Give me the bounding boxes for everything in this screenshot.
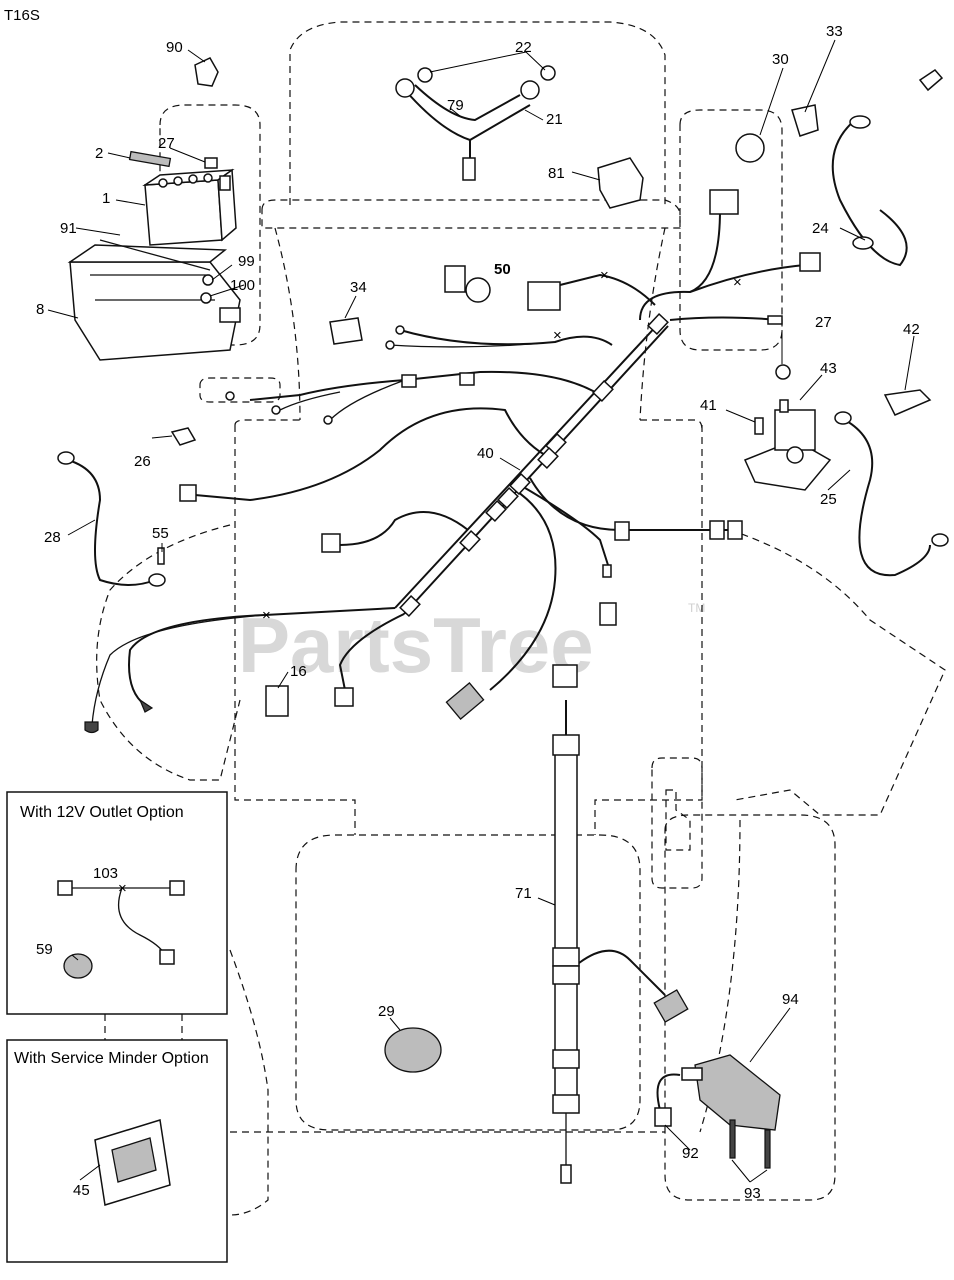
callout-55: 55: [152, 525, 169, 542]
svg-text:×: ×: [553, 327, 562, 344]
part-92: [654, 1067, 703, 1127]
leader-lines: [47, 39, 915, 1183]
part-33: [791, 104, 819, 137]
callout-28: 28: [44, 529, 61, 546]
watermark: PartsTree: [238, 601, 594, 689]
part-94: [694, 1054, 781, 1131]
part-30-ignition: [735, 133, 765, 163]
part-93-bolt: [729, 1119, 736, 1159]
callout-27-battery: 27: [158, 135, 175, 152]
cable-24: [831, 69, 944, 267]
callout-40: 40: [477, 445, 494, 462]
cable-25: [834, 411, 949, 577]
battery-assembly: [67, 150, 241, 361]
callout-21: 21: [546, 111, 563, 128]
callout-42: 42: [903, 321, 920, 338]
callout-71: 71: [515, 885, 532, 902]
callout-93: 93: [744, 1185, 761, 1202]
callout-79: 79: [447, 97, 464, 114]
callout-2: 2: [95, 145, 103, 162]
option-box-service-minder-title: With Service Minder Option: [14, 1050, 209, 1067]
callout-24: 24: [812, 220, 829, 237]
callout-94: 94: [782, 991, 799, 1008]
callout-26: 26: [134, 453, 151, 470]
callout-29: 29: [378, 1003, 395, 1020]
part-27-nut: [775, 364, 791, 380]
part-42: [883, 389, 932, 416]
svg-text:×: ×: [733, 274, 742, 291]
option-box-12v-title: With 12V Outlet Option: [20, 804, 184, 821]
callout-99: 99: [238, 253, 255, 270]
harness-71: [552, 664, 689, 1184]
callout-34: 34: [350, 279, 367, 296]
part-81-relay: [597, 157, 644, 209]
callout-50: 50: [494, 261, 511, 278]
headlight-assembly: [395, 65, 556, 181]
callout-41: 41: [700, 397, 717, 414]
callout-92: 92: [682, 1145, 699, 1162]
callout-91: 91: [60, 220, 77, 237]
svg-text:×: ×: [118, 880, 127, 897]
part-55-screw: [157, 547, 165, 565]
option-box-service-minder: With Service Minder Option: [6, 1039, 228, 1263]
callout-25: 25: [820, 491, 837, 508]
callout-27-solenoid: 27: [815, 314, 832, 331]
watermark-trademark: TM: [688, 601, 705, 615]
part-93-bolt: [764, 1129, 771, 1169]
cable-28: [57, 451, 166, 587]
part-50: [444, 265, 491, 303]
main-wiring-harness: × × × ×: [84, 189, 821, 734]
callout-43: 43: [820, 360, 837, 377]
callout-90: 90: [166, 39, 183, 56]
part-16: [265, 685, 289, 717]
option-box-12v-outlet: With 12V Outlet Option ×: [6, 791, 228, 1015]
callout-labels: 1 2 8 16 21 22 24 25 26 27 27 28 29 30 3…: [36, 23, 920, 1202]
part-41-bolt: [754, 417, 764, 435]
shift-lever: [665, 789, 691, 851]
callout-1: 1: [102, 190, 110, 207]
callout-59: 59: [36, 941, 53, 958]
svg-text:×: ×: [262, 607, 271, 624]
svg-text:×: ×: [600, 267, 609, 284]
callout-16: 16: [290, 663, 307, 680]
diagram-code: T16S: [4, 7, 40, 24]
part-26: [170, 427, 197, 446]
callout-103: 103: [93, 865, 118, 882]
callout-22: 22: [515, 39, 532, 56]
part-29: [384, 1027, 442, 1073]
part-90: [194, 57, 219, 87]
callout-81: 81: [548, 165, 565, 182]
callout-33: 33: [826, 23, 843, 40]
callout-8: 8: [36, 301, 44, 318]
callout-30: 30: [772, 51, 789, 68]
solenoid-43: [743, 399, 832, 491]
part-34: [329, 317, 363, 345]
callout-100: 100: [230, 277, 255, 294]
callout-45: 45: [73, 1182, 90, 1199]
